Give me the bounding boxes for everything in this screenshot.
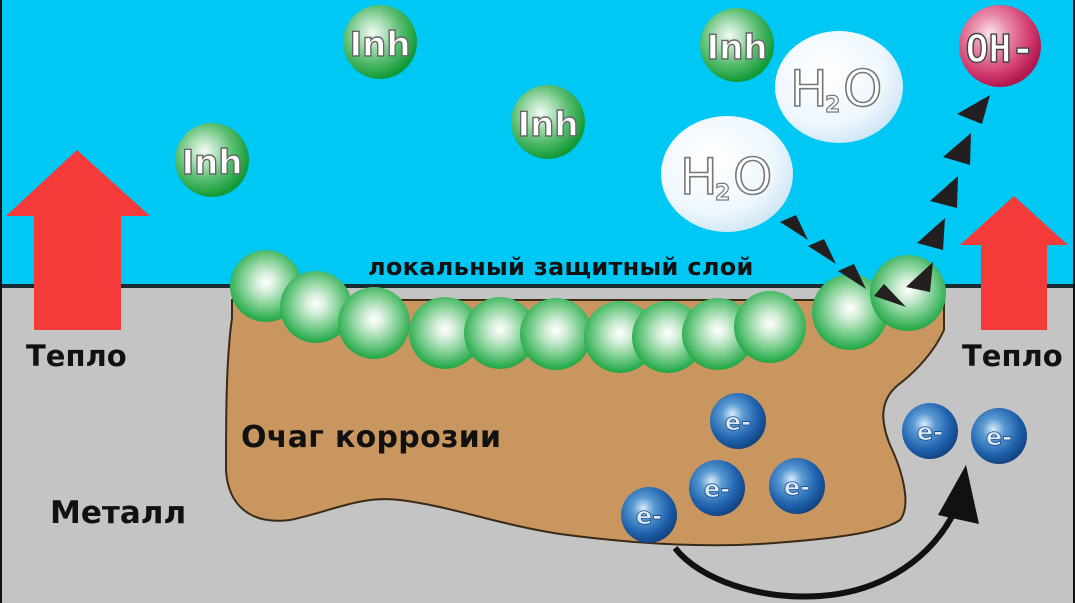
electron-flow-arrowhead bbox=[938, 465, 979, 524]
electron-flow-arrow bbox=[672, 498, 963, 600]
inhibitor-molecule: Inh bbox=[175, 123, 249, 197]
heat-arrow-right bbox=[960, 196, 1068, 330]
svg-text:Inh: Inh bbox=[349, 25, 410, 65]
svg-text:OH-: OH- bbox=[966, 27, 1035, 71]
svg-text:Inh: Inh bbox=[181, 143, 242, 183]
left-border bbox=[0, 0, 2, 603]
heat-label-left: Тепло bbox=[26, 339, 127, 373]
hydroxide-release-arrows bbox=[906, 95, 990, 292]
electron: e- bbox=[769, 458, 825, 514]
water-reaction-arrows bbox=[780, 215, 906, 307]
svg-text:e-: e- bbox=[784, 473, 810, 501]
inhibitor-molecule: Inh bbox=[700, 8, 774, 82]
svg-text:Inh: Inh bbox=[706, 28, 767, 68]
electron: e- bbox=[710, 393, 766, 449]
electron: e- bbox=[902, 403, 958, 459]
svg-text:e-: e- bbox=[636, 502, 662, 530]
electron: e- bbox=[971, 408, 1027, 464]
metal-label: Металл bbox=[50, 495, 187, 531]
electron: e- bbox=[689, 460, 745, 516]
water-molecule: H 2 O bbox=[661, 116, 793, 232]
heat-label-right: Тепло bbox=[962, 339, 1063, 373]
svg-text:Inh: Inh bbox=[517, 105, 578, 145]
water-molecule: H 2 O bbox=[775, 31, 903, 143]
inhibitor-molecule: Inh bbox=[511, 85, 585, 159]
svg-text:e-: e- bbox=[986, 423, 1012, 451]
heat-arrow-left bbox=[6, 150, 150, 330]
protective-layer-label: локальный защитный слой bbox=[368, 253, 754, 281]
svg-text:O: O bbox=[843, 60, 882, 118]
svg-text:e-: e- bbox=[704, 475, 730, 503]
hydroxide-ion: OH- bbox=[959, 5, 1041, 87]
svg-text:2: 2 bbox=[825, 93, 840, 118]
metal-surface-line bbox=[0, 284, 1075, 288]
electron: e- bbox=[621, 487, 677, 543]
svg-text:O: O bbox=[733, 148, 772, 206]
protective-layer bbox=[230, 250, 946, 373]
svg-text:H: H bbox=[680, 148, 718, 206]
inhibitor-molecule: Inh bbox=[343, 5, 417, 79]
svg-text:e-: e- bbox=[917, 418, 943, 446]
right-border bbox=[1073, 0, 1075, 603]
svg-text:2: 2 bbox=[715, 181, 730, 206]
svg-text:e-: e- bbox=[725, 408, 751, 436]
svg-text:H: H bbox=[790, 60, 828, 118]
corrosion-site-label: Очаг коррозии bbox=[241, 420, 502, 455]
